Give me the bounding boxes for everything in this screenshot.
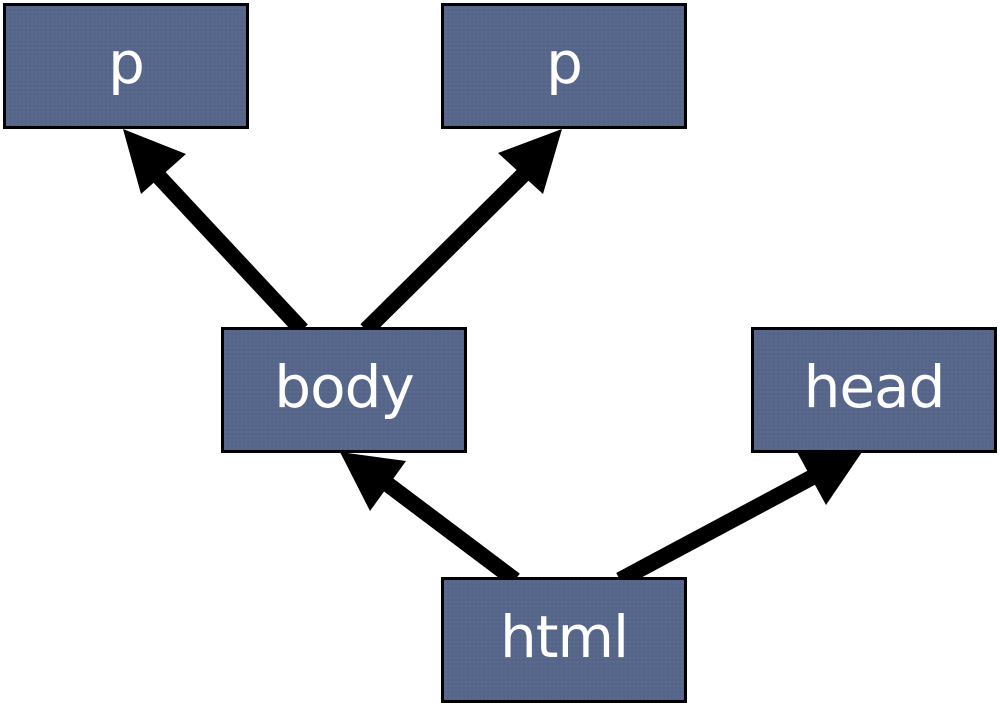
node-body: body	[221, 327, 467, 453]
arrow-html-to-body	[340, 452, 520, 587]
arrow-body-to-p-right	[360, 129, 562, 336]
arrow-html-to-head	[616, 452, 862, 588]
node-head: head	[751, 327, 997, 453]
node-body-label: body	[274, 353, 414, 421]
node-p-left-label: p	[108, 29, 145, 97]
node-html: html	[441, 577, 687, 703]
arrow-body-to-p-left	[123, 129, 308, 336]
node-p-right: p	[441, 3, 687, 129]
node-p-right-label: p	[546, 29, 583, 97]
node-p-left: p	[3, 3, 249, 129]
node-html-label: html	[499, 603, 629, 671]
node-head-label: head	[803, 353, 946, 421]
